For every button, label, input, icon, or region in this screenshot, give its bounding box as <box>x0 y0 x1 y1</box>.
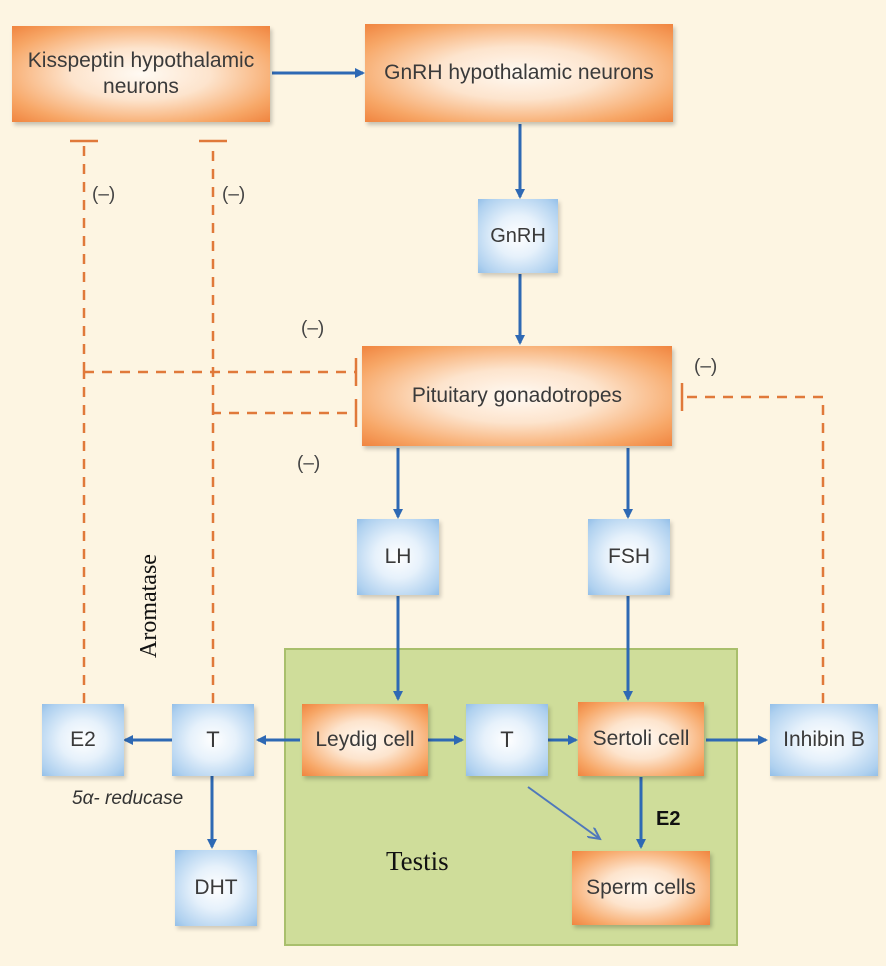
sertoli-cell-box: Sertoli cell <box>578 702 704 776</box>
inhibin-b-box: Inhibin B <box>770 704 878 776</box>
kisspeptin-neurons-box: Kisspeptin hypothalamic neurons <box>12 26 270 122</box>
inhibition-e2-line <box>82 143 356 703</box>
e2-box: E2 <box>42 704 124 776</box>
aromatase-label: Aromatase <box>136 554 162 658</box>
negative-sign-e2-kisspeptin: (–) <box>92 184 116 205</box>
negative-sign-t-pituitary: (–) <box>297 453 321 474</box>
testis-label: Testis <box>386 846 449 876</box>
negative-sign-t-kisspeptin: (–) <box>222 184 246 205</box>
t-left-box: T <box>172 704 254 776</box>
inhibition-t-line <box>211 143 356 703</box>
sperm-cells-box: Sperm cells <box>572 851 710 925</box>
leydig-cell-box: Leydig cell <box>302 704 428 776</box>
5a-reducase-label: 5α- reducase <box>72 788 184 809</box>
arrow-t-mid-to-sperm <box>527 786 600 839</box>
negative-sign-e2-pituitary: (–) <box>301 318 325 339</box>
lh-box: LH <box>357 519 439 595</box>
gnrh-box: GnRH <box>478 199 558 273</box>
pituitary-gonadotropes-box: Pituitary gonadotropes <box>362 346 672 446</box>
t-mid-box: T <box>466 704 548 776</box>
gnrh-neurons-box: GnRH hypothalamic neurons <box>365 24 673 122</box>
negative-sign-inhibin-pituitary: (–) <box>694 356 718 377</box>
dht-box: DHT <box>175 850 257 926</box>
e2-sperm-label: E2 <box>656 808 681 830</box>
inhibition-inhibin-line <box>682 395 825 703</box>
fsh-box: FSH <box>588 519 670 595</box>
